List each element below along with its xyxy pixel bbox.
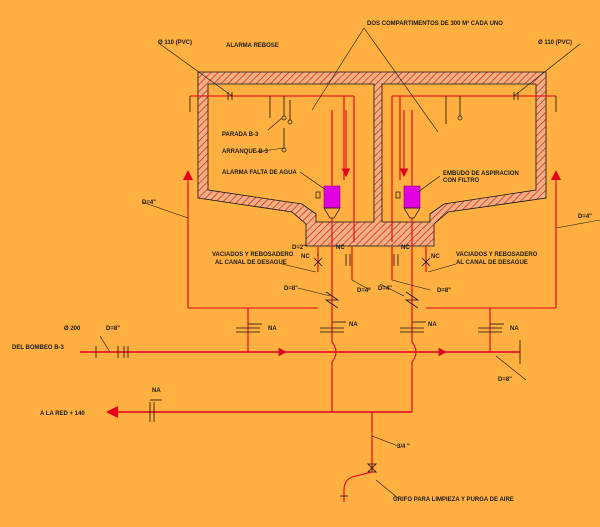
label-pipe-left: Ø 110 (PVC) [158,40,192,46]
label-nc-right: NC [431,254,440,260]
label-pipe-right: Ø 110 (PVC) [538,40,572,46]
label-water-alarm: ALARMA FALTA DE AGUA [222,170,297,176]
label-d4-right: D=4" [578,214,592,220]
label-na-4: NA [510,326,519,332]
tank-wall [197,71,547,247]
label-d2: D=2" [292,245,306,251]
labels: DOS COMPARTIMENTOS DE 300 M³ CADA UNO Ø … [12,20,592,503]
label-na-5: NA [152,388,161,394]
label-from-pump: DEL BOMBEO B-3 [12,345,65,351]
label-na-3: NA [428,322,437,328]
float-switches [269,96,463,153]
label-size34: 3/4 " [397,444,410,450]
valve-na-2 [320,321,346,333]
label-nc-mid-right: NC [401,245,410,251]
valve-na-4 [478,308,504,352]
label-nc-mid-left: NC [336,245,345,251]
label-na-1: NA [268,326,277,332]
suction-filter-left [315,110,341,219]
label-d4-mid-left: D=4" [357,288,371,294]
suction-filter-right [395,110,421,219]
label-start: ARRANQUE B-3 [222,149,269,155]
label-drain-right-2: AL CANAL DE DESAGUE [456,260,528,266]
label-tap: GRIFO PARA LIMPIEZA Y PURGA DE AIRE [393,497,514,503]
label-nc-left: NC [301,254,310,260]
main-pipe [80,340,521,364]
label-to-network: A LA RED + 140 [40,411,85,417]
label-drain-left-2: AL CANAL DE DESAGUE [215,260,287,266]
label-overflow-alarm: ALARMA REBOSE [226,43,279,49]
label-suction-2: CON FILTRO [443,178,480,184]
label-d4-left: D=4" [142,200,156,206]
overflow-pipe-right [391,92,557,242]
label-d4-mid-right: D=4" [378,286,392,292]
leader-lines [99,27,600,499]
return-pipe-left [183,170,318,309]
label-drain-right-1: VACIADOS Y REBOSADERO [456,252,538,258]
discharge-pipes [313,218,431,342]
label-na-2: NA [349,322,358,328]
label-suction-1: EMBUDO DE ASPIRACION [443,171,519,177]
label-phi200: Ø 200 [64,326,81,332]
label-compartments: DOS COMPARTIMENTOS DE 300 M³ CADA UNO [367,20,503,27]
crossovers [331,341,417,412]
label-stop: PARADA B-3 [222,132,259,138]
label-d8-inlet: D=8" [106,326,120,332]
overflow-pipe-left [189,92,355,242]
return-pipe-right [426,170,561,309]
valve-na-3 [400,321,426,333]
network-pipe [106,399,412,502]
label-d8-outlet: D=8" [498,377,512,383]
valve-na-1 [236,308,262,352]
label-d8-left: D=8" [284,286,298,292]
label-drain-left-1: VACIADOS Y REBOSADERO [212,252,294,258]
label-d8-right: D=8" [437,288,451,294]
